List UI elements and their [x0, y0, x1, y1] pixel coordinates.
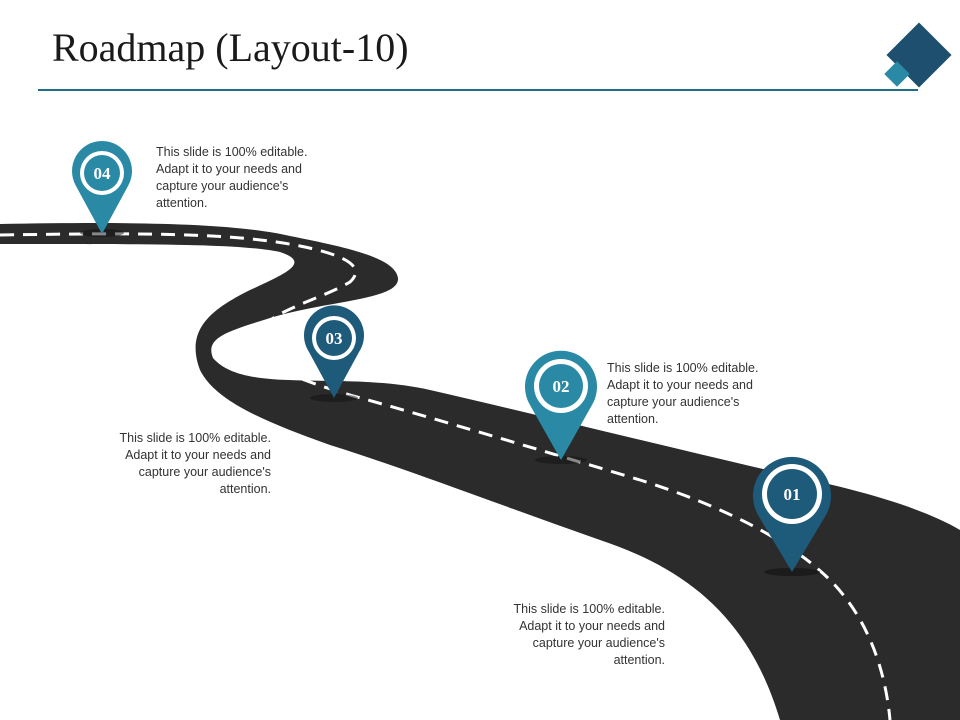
note-line: attention. [613, 653, 665, 667]
note-line: This slide is 100% editable. [156, 145, 308, 159]
note-line: capture your audience's [156, 179, 289, 193]
title-underline [38, 89, 918, 91]
milestone-label-02: 02 [553, 377, 570, 396]
milestone-label-04: 04 [94, 164, 112, 183]
note-line: This slide is 100% editable. [119, 431, 271, 445]
note-line: capture your audience's [138, 465, 271, 479]
milestone-label-03: 03 [326, 329, 343, 348]
milestone-note-03: This slide is 100% editable. Adapt it to… [81, 430, 271, 498]
note-line: attention. [156, 196, 208, 210]
milestone-label-01: 01 [784, 485, 801, 504]
note-line: Adapt it to your needs and [607, 378, 753, 392]
note-line: Adapt it to your needs and [156, 162, 302, 176]
note-line: Adapt it to your needs and [125, 448, 271, 462]
note-line: This slide is 100% editable. [607, 361, 759, 375]
milestone-marker-04: 04 [72, 141, 132, 237]
milestone-note-04: This slide is 100% editable. Adapt it to… [156, 144, 346, 212]
milestone-note-02: This slide is 100% editable. Adapt it to… [607, 360, 797, 428]
road-center-line [0, 232, 892, 720]
note-line: attention. [607, 412, 659, 426]
page-title: Roadmap (Layout-10) [52, 25, 409, 70]
note-line: This slide is 100% editable. [513, 602, 665, 616]
note-line: capture your audience's [532, 636, 665, 650]
milestone-marker-03: 03 [304, 305, 364, 402]
milestone-marker-02: 02 [525, 350, 598, 464]
road [0, 223, 960, 720]
note-line: attention. [219, 482, 271, 496]
note-line: capture your audience's [607, 395, 740, 409]
note-line: Adapt it to your needs and [519, 619, 665, 633]
milestone-note-01: This slide is 100% editable. Adapt it to… [475, 601, 665, 669]
milestone-marker-01: 01 [753, 456, 832, 576]
